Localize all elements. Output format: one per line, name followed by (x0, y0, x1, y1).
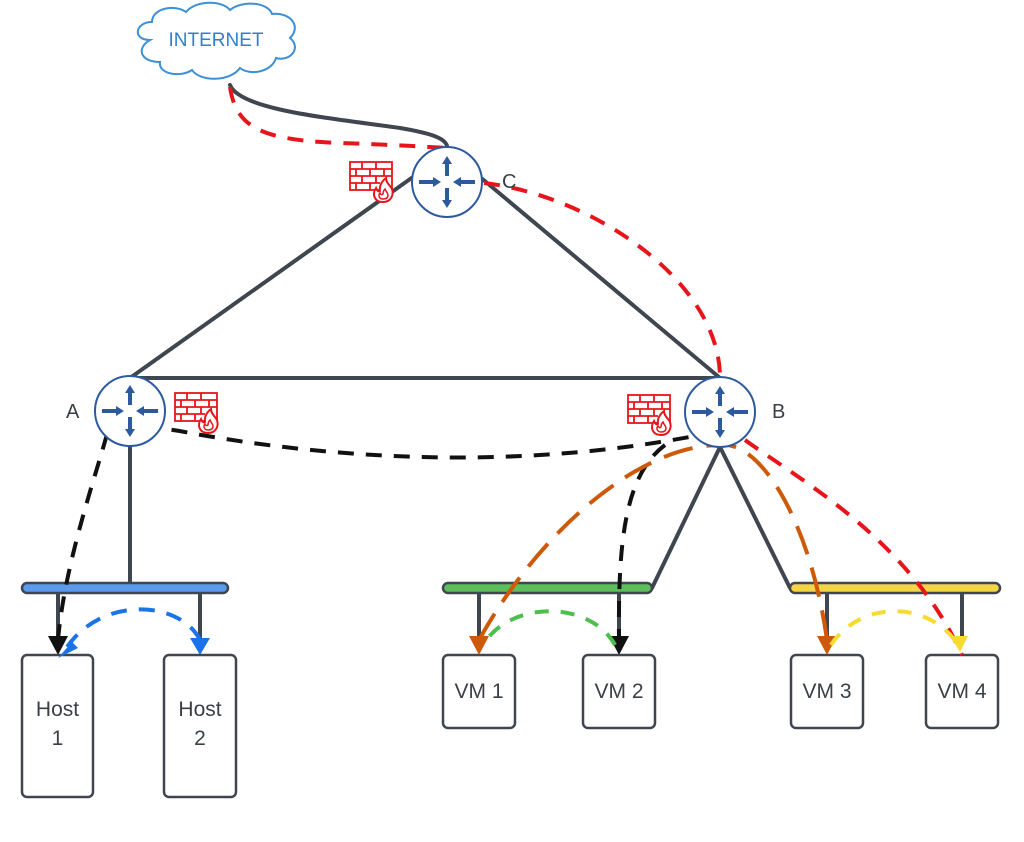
host-drops (56, 593, 964, 645)
firewall-icon-c (349, 161, 394, 203)
host-2-label-line1: Host (178, 698, 221, 721)
cloud-icon (136, 1, 296, 80)
physical-links (128, 83, 792, 590)
hosts: Host 1 Host 2 VM 1 VM 2 VM 3 VM 4 (20, 653, 1000, 799)
internet-label: INTERNET (169, 30, 264, 51)
switch-blue[interactable] (20, 581, 230, 595)
router-b[interactable]: B (683, 375, 785, 449)
host-2-label-line2: 2 (194, 727, 206, 750)
router-c[interactable]: C (410, 145, 516, 219)
vm-4[interactable]: VM 4 (924, 653, 1000, 730)
router-b-label: B (772, 401, 785, 423)
router-icon (93, 374, 167, 448)
link-b-to-green-switch (650, 445, 722, 590)
link-c-to-a (128, 170, 422, 380)
switches (20, 581, 1002, 595)
link-b-to-yellow-switch (718, 445, 792, 590)
internet-cloud[interactable]: INTERNET (136, 1, 296, 80)
vm-1[interactable]: VM 1 (441, 653, 517, 730)
vm-1-label: VM 1 (454, 680, 503, 703)
arrow-host1-blue (58, 642, 78, 658)
flow-vm3-to-vm4 (829, 609, 960, 647)
flow-host1-to-vm2-seg2 (616, 443, 667, 641)
vm-3[interactable]: VM 3 (789, 653, 865, 730)
host-1-label-line1: Host (36, 698, 79, 721)
arrow-host2 (190, 638, 210, 655)
drop-arrowheads (48, 636, 629, 655)
flow-internet-to-vm4-seg3 (743, 438, 964, 656)
vm-2-label: VM 2 (594, 680, 643, 703)
flow-vm2-to-vm1 (481, 609, 617, 647)
flow-host1-to-vm2-seg1 (56, 425, 701, 641)
link-internet-to-c (228, 83, 449, 148)
router-a[interactable]: A (66, 374, 167, 448)
firewall-icon-b (627, 394, 672, 436)
flow-internet-to-vm4-seg1 (228, 86, 448, 150)
firewall-icon-a (174, 392, 219, 434)
arrow-vm4-yellow (950, 636, 968, 652)
arrow-vm1-orange (469, 636, 489, 655)
switch-yellow[interactable] (788, 581, 1002, 595)
flow-internet-to-vm4-seg2 (483, 181, 722, 379)
switch-green[interactable] (441, 581, 654, 595)
router-icon (410, 145, 484, 219)
host-1-label-line2: 1 (52, 727, 64, 750)
host-2[interactable]: Host 2 (162, 653, 238, 799)
router-a-label: A (66, 401, 80, 423)
vm-4-label: VM 4 (937, 680, 986, 703)
router-icon (683, 375, 757, 449)
vm-3-label: VM 3 (802, 680, 851, 703)
host-1[interactable]: Host 1 (20, 653, 95, 799)
arrow-host1 (48, 636, 68, 655)
flow-vm3-to-vm1 (477, 442, 829, 641)
vm-2[interactable]: VM 2 (581, 653, 657, 730)
router-c-label: C (502, 171, 516, 193)
link-c-to-b (472, 170, 722, 380)
flow-host2-to-host1 (63, 607, 202, 652)
